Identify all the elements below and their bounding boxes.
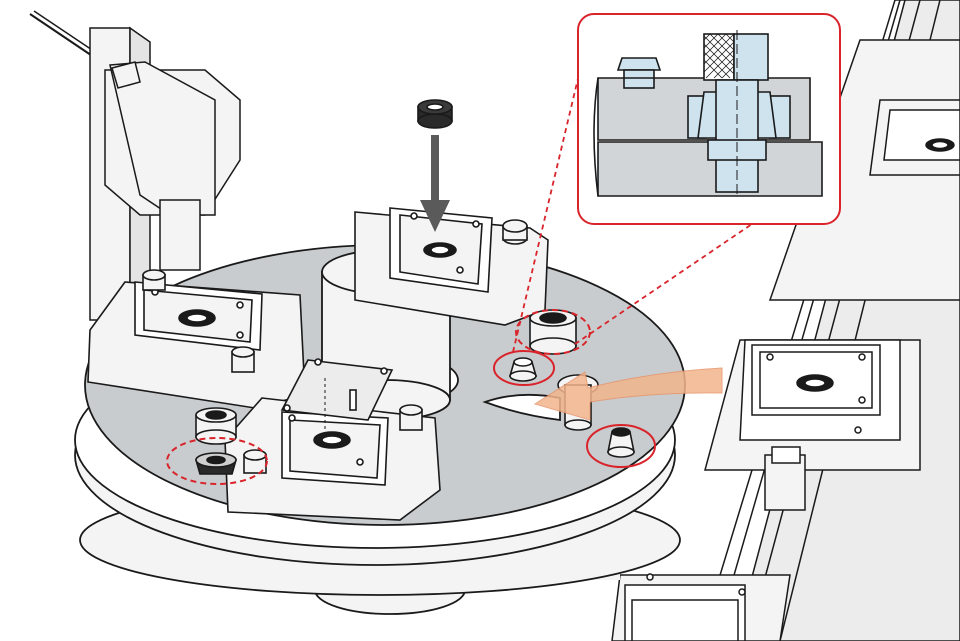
fixture-left xyxy=(87,269,306,409)
conveyor-pallet-lower xyxy=(611,573,791,641)
fixture-front xyxy=(224,358,441,521)
fixture-rear xyxy=(354,207,549,326)
callout-leader-lines xyxy=(512,69,753,353)
highlight-circles xyxy=(166,309,656,485)
down-arrow-icon xyxy=(420,135,450,232)
magnifier-callout xyxy=(577,13,841,225)
sensor-mount xyxy=(29,10,241,332)
curved-arrow-icon xyxy=(533,367,723,421)
conveyor-pallet-upper xyxy=(869,99,960,176)
knurl-pattern xyxy=(703,33,735,79)
conveyor-pallet-middle xyxy=(704,339,921,511)
